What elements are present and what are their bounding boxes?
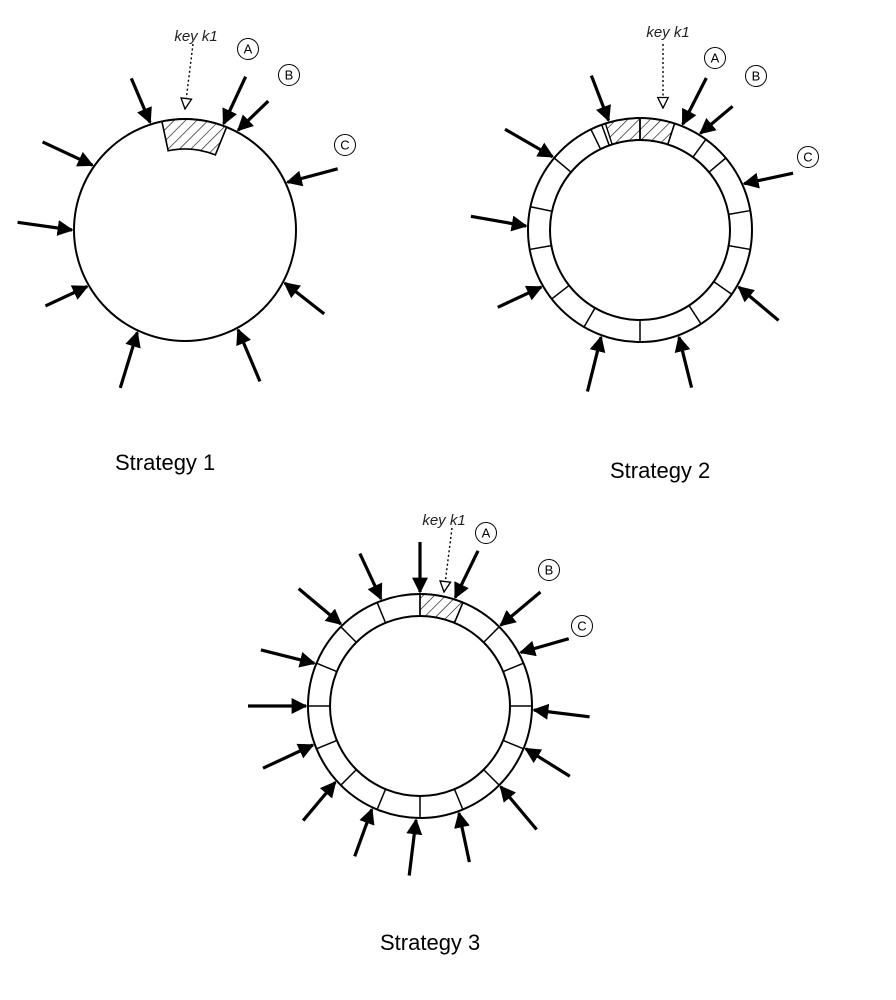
node-label-b-circle bbox=[538, 559, 560, 581]
key-pointer bbox=[185, 43, 194, 109]
token-arrow bbox=[358, 552, 383, 601]
node-label-b-circle bbox=[745, 65, 767, 87]
node-label-b-circle bbox=[278, 64, 300, 86]
node-label-a-text: A bbox=[711, 51, 720, 66]
node-label-c-circle bbox=[797, 146, 819, 168]
token-arrow bbox=[470, 214, 528, 232]
ring-inner bbox=[329, 615, 511, 797]
hash-ring bbox=[73, 118, 297, 342]
partition-divider bbox=[728, 209, 751, 216]
partition-divider bbox=[316, 662, 338, 673]
strategy-3-caption: Strategy 3 bbox=[380, 930, 480, 955]
token-arrow bbox=[44, 285, 89, 308]
node-label-a-circle bbox=[237, 38, 259, 60]
partition-divider bbox=[502, 739, 524, 750]
token-arrow bbox=[681, 77, 708, 126]
token-arrow bbox=[504, 127, 555, 159]
node-label-c-circle bbox=[334, 134, 356, 156]
node-label-c-circle bbox=[571, 615, 593, 637]
token-arrow bbox=[17, 220, 74, 236]
key-pointer bbox=[444, 527, 453, 592]
node-label-c-text: C bbox=[577, 619, 586, 634]
partition-divider bbox=[376, 602, 387, 624]
token-arrow bbox=[585, 335, 606, 392]
partition-divider bbox=[713, 281, 733, 295]
token-arrow bbox=[532, 703, 590, 720]
ring-inner bbox=[549, 139, 731, 321]
partition-divider bbox=[530, 205, 553, 213]
partition-divider bbox=[600, 124, 610, 146]
node-label-c-text: C bbox=[340, 138, 349, 153]
key-label: key k1 bbox=[646, 24, 689, 41]
partition-divider bbox=[483, 626, 500, 643]
strategy-2-diagram: key k1 A B C bbox=[470, 24, 819, 392]
token-arrow bbox=[589, 75, 611, 122]
strategy-2-caption: Strategy 2 bbox=[610, 458, 710, 483]
node-label-b-text: B bbox=[752, 69, 761, 84]
partition-divider bbox=[583, 307, 596, 328]
partition-divider bbox=[316, 739, 338, 750]
hatched-key-range bbox=[160, 118, 228, 156]
token-arrow bbox=[353, 807, 375, 857]
token-arrow bbox=[236, 99, 270, 132]
token-arrow bbox=[283, 281, 326, 316]
key-label: key k1 bbox=[174, 28, 217, 45]
strategy-3-diagram: key k1 A B C bbox=[248, 512, 593, 876]
token-arrow bbox=[260, 648, 316, 668]
token-arrow bbox=[499, 785, 538, 831]
token-arrow bbox=[118, 330, 141, 389]
node-label-b-text: B bbox=[285, 68, 294, 83]
node-label-a-circle bbox=[475, 522, 497, 544]
partition-divider bbox=[688, 305, 702, 325]
token-arrow bbox=[236, 328, 262, 382]
token-arrow bbox=[524, 747, 571, 778]
strategy-1-caption: Strategy 1 bbox=[115, 450, 215, 475]
partition-divider bbox=[551, 284, 570, 300]
token-arrow bbox=[301, 781, 337, 822]
partition-divider bbox=[502, 662, 524, 673]
hatched-partition bbox=[604, 117, 641, 146]
partition-divider bbox=[529, 244, 552, 251]
key-label: key k1 bbox=[422, 512, 465, 529]
token-arrow bbox=[742, 171, 794, 189]
partition-divider bbox=[340, 626, 357, 643]
token-arrow bbox=[222, 76, 248, 126]
partition-divider bbox=[340, 769, 357, 786]
token-arrow bbox=[406, 818, 423, 876]
node-label-c-text: C bbox=[803, 150, 812, 165]
token-arrow bbox=[497, 285, 543, 309]
strategy-1-diagram: key k1 A B C bbox=[17, 28, 356, 389]
node-label-a-text: A bbox=[482, 526, 491, 541]
token-arrow bbox=[454, 811, 471, 863]
token-arrow bbox=[129, 77, 152, 125]
token-arrow bbox=[285, 167, 339, 187]
partition-divider bbox=[376, 788, 387, 810]
partition-divider bbox=[553, 157, 572, 173]
token-arrow bbox=[262, 743, 315, 770]
partition-divider bbox=[728, 244, 751, 251]
partition-divider bbox=[453, 788, 464, 810]
token-arrow bbox=[674, 335, 694, 388]
partition-divider bbox=[590, 129, 602, 150]
token-arrow bbox=[453, 550, 480, 600]
partition-divider bbox=[692, 138, 707, 158]
token-arrow bbox=[699, 105, 734, 135]
token-arrow bbox=[499, 590, 542, 627]
partition-divider bbox=[708, 157, 727, 173]
hatched-partition bbox=[419, 593, 464, 624]
node-label-b-text: B bbox=[545, 563, 554, 578]
partition-divider bbox=[667, 123, 676, 145]
partition-divider bbox=[453, 602, 464, 624]
token-arrow bbox=[737, 285, 780, 322]
token-arrow bbox=[519, 637, 570, 657]
token-arrow bbox=[297, 587, 343, 626]
partition-divider bbox=[483, 769, 500, 786]
node-label-a-text: A bbox=[244, 42, 253, 57]
node-label-a-circle bbox=[704, 47, 726, 69]
token-arrow bbox=[41, 140, 94, 167]
